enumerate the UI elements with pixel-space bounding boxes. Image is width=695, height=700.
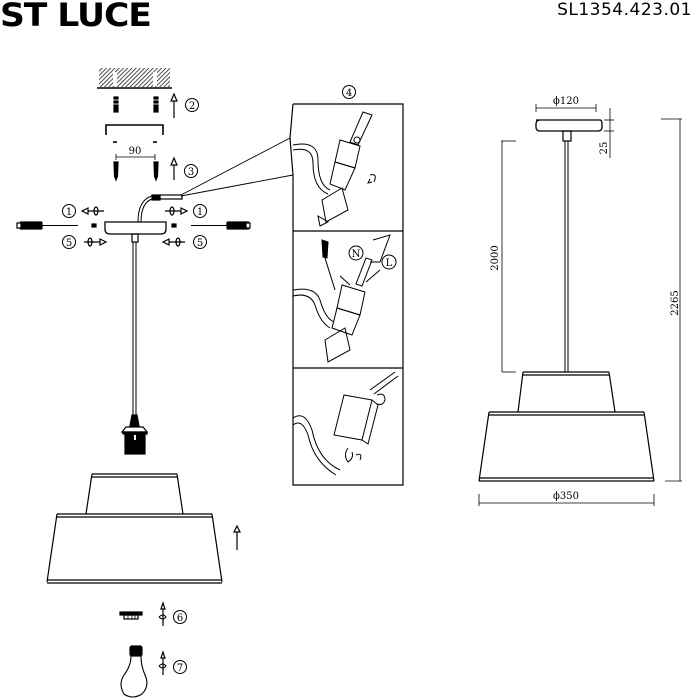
shade-ring — [119, 611, 143, 620]
canopy-diameter-dimension — [535, 104, 597, 112]
live-wire-marker — [381, 254, 397, 270]
screw-icon — [113, 161, 159, 182]
canopy-side-view — [535, 119, 603, 372]
brand-logo: ST LUCE — [0, 0, 152, 34]
screwdriver-icon — [171, 221, 251, 230]
neutral-wire-marker — [348, 245, 364, 261]
neutral-label: N — [352, 249, 361, 260]
screw-arrow-icon — [84, 237, 108, 247]
model-number: SL1354.423.01 — [557, 0, 692, 20]
unscrew-arrow-icon — [165, 206, 189, 216]
step-4-marker — [342, 85, 356, 99]
live-label: L — [386, 258, 393, 269]
screw-up-arrow-icon — [158, 650, 167, 675]
ceiling-section — [97, 68, 172, 89]
step-5-label: 5 — [66, 238, 72, 249]
spacing-value: 90 — [129, 146, 142, 157]
canopy-diameter-value: ϕ120 — [553, 96, 579, 107]
shade-diameter-dimension — [478, 494, 655, 506]
step-2-marker — [185, 98, 199, 112]
terminal-cover-illustration — [292, 371, 399, 476]
callout-lines — [180, 137, 294, 197]
lampshade-side-view — [478, 371, 655, 482]
wiring-panel — [289, 103, 404, 486]
screw-arrow-icon — [161, 237, 185, 247]
lampshade-exploded — [46, 473, 223, 584]
wall-anchor-icon — [113, 96, 159, 113]
cable-length-dimension — [501, 140, 516, 373]
step-1-label: 1 — [197, 207, 203, 218]
suspension-cable — [132, 242, 137, 415]
supply-cable — [137, 194, 183, 223]
step-3-marker — [184, 164, 198, 178]
lamp-socket — [120, 414, 149, 455]
step-1-label: 1 — [66, 207, 72, 218]
total-height-value: 2265 — [670, 290, 681, 315]
step-7-marker — [173, 660, 187, 674]
unscrew-arrow-icon — [80, 206, 104, 216]
total-height-dimension — [661, 118, 682, 482]
step-2-label: 2 — [189, 101, 195, 112]
step-6-marker — [173, 610, 187, 624]
wire-connection-illustration — [292, 234, 391, 363]
step-7-label: 7 — [177, 663, 183, 674]
shade-diameter-value: ϕ350 — [553, 491, 579, 502]
spacing-dimension — [115, 154, 156, 160]
screwdriver-icon — [16, 221, 97, 230]
mounting-bracket — [105, 124, 164, 143]
canopy-height-value: 25 — [599, 142, 610, 155]
light-bulb-icon — [120, 645, 148, 698]
up-arrow-icon — [170, 92, 178, 118]
step-1-marker — [62, 204, 207, 218]
step-4-label: 4 — [346, 88, 352, 99]
cable-length-value: 2000 — [490, 245, 501, 270]
up-arrow-icon — [233, 524, 241, 550]
step-3-label: 3 — [188, 167, 194, 178]
step-5-marker — [62, 235, 207, 249]
step-5-label: 5 — [197, 238, 203, 249]
up-arrow-icon — [170, 156, 178, 180]
terminal-block-illustration — [292, 111, 376, 227]
step-6-label: 6 — [177, 613, 183, 624]
canopy-height-dimension — [604, 108, 614, 158]
canopy — [104, 221, 167, 243]
screw-up-arrow-icon — [158, 601, 167, 626]
